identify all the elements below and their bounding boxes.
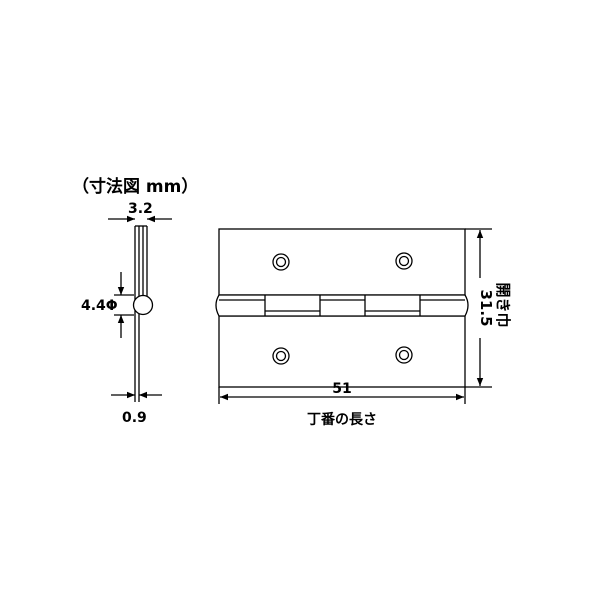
screw-hole-bottom-right [395,346,413,364]
side-thickness-label: 3.2 [128,201,153,217]
screw-hole-bottom-left [272,347,290,365]
side-pin-circle [132,294,154,316]
side-view [108,215,172,402]
width-value: 51 [332,381,351,397]
drawing-title: （寸法図 mm） [72,176,198,197]
height-value: 31.5 [477,289,495,326]
screw-hole-top-right [395,252,413,270]
front-knuckle-band [215,294,469,317]
height-label: 開き巾 [494,282,512,327]
front-view [215,228,492,404]
front-leaf-top [218,228,466,296]
front-leaf-bottom [218,315,466,388]
width-label: 丁番の長さ [307,411,377,428]
screw-hole-top-left [272,253,290,271]
side-plate-label: 0.9 [122,410,147,426]
side-pin-label: 4.4Φ [81,298,118,314]
